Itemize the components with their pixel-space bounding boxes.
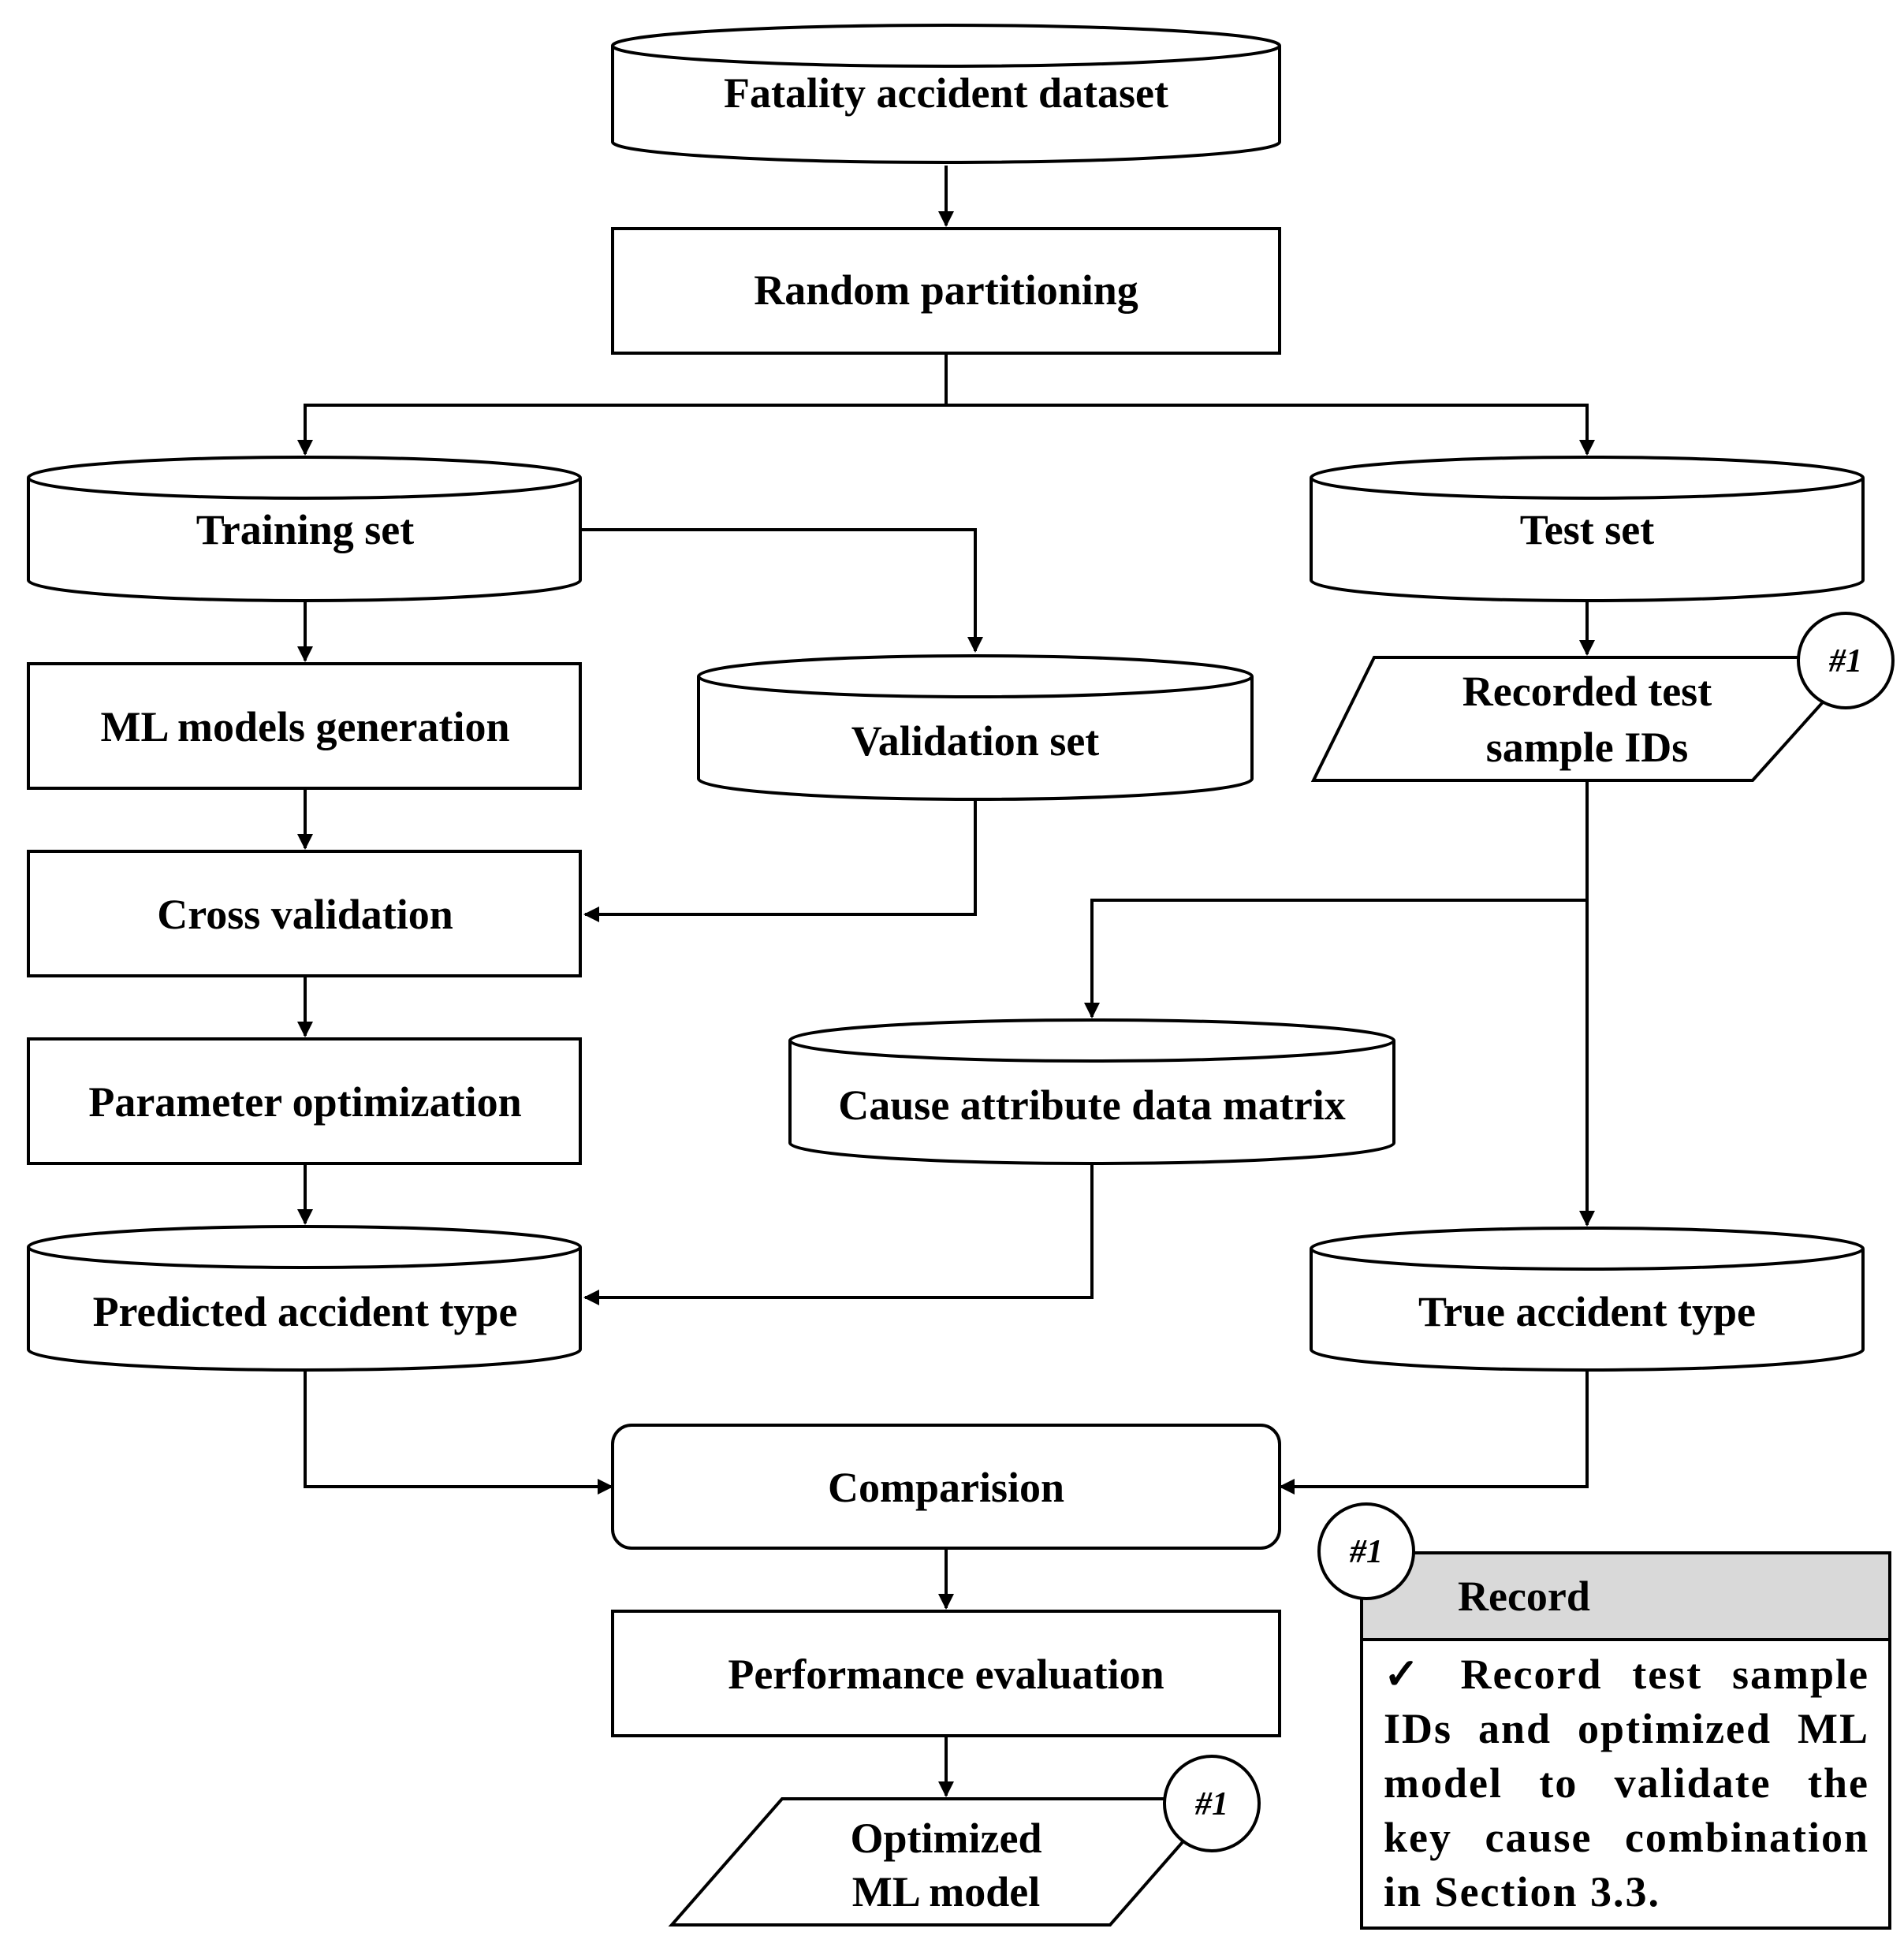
arrow-validation-to-cross (583, 799, 977, 922)
ml-models-generation-label: ML models generation (101, 703, 510, 750)
cross-validation-label: Cross validation (157, 891, 453, 938)
cross-validation-node: Cross validation (27, 850, 582, 977)
record-title: Record (1363, 1554, 1888, 1641)
optimized-model-label-line1: Optimized (851, 1815, 1042, 1862)
recorded-ids-node: Recorded test sample IDs #1 (1310, 612, 1895, 782)
arrow-partition-to-test (946, 404, 1595, 456)
optimized-model-tag-circle (1163, 1755, 1261, 1852)
random-partitioning-label: Random partitioning (754, 266, 1138, 314)
recorded-ids-label-line1: Recorded test (1462, 668, 1712, 715)
optimized-model-tag: #1 (1194, 1786, 1228, 1822)
training-set-node: Training set (27, 456, 582, 602)
record-note-box: Record ✓Record test sample IDs and optim… (1360, 1551, 1891, 1930)
record-text: Record test sample IDs and optimized ML … (1384, 1651, 1869, 1915)
predicted-type-node: Predicted accident type (27, 1225, 582, 1372)
performance-evaluation-label: Performance evaluation (728, 1651, 1164, 1698)
optimized-model-node: Optimized ML model #1 (668, 1755, 1261, 1927)
comparision-label: Comparision (828, 1464, 1064, 1511)
validation-set-label: Validation set (851, 717, 1100, 765)
cause-matrix-label: Cause attribute data matrix (838, 1081, 1345, 1129)
test-set-node: Test set (1310, 456, 1865, 602)
arrow-matrix-to-predicted (583, 1163, 1094, 1305)
parameter-optimization-label: Parameter optimization (88, 1078, 521, 1126)
checkmark-icon: ✓ (1384, 1651, 1439, 1698)
true-type-label: True accident type (1418, 1288, 1756, 1335)
fatality-dataset-node: Fatality accident dataset (611, 24, 1281, 164)
parameter-optimization-node: Parameter optimization (27, 1037, 582, 1165)
optimized-model-label-line2: ML model (852, 1868, 1041, 1915)
recorded-ids-tag: #1 (1828, 643, 1862, 679)
true-type-node: True accident type (1310, 1227, 1865, 1372)
validation-set-node: Validation set (697, 654, 1254, 801)
fatality-dataset-label: Fatality accident dataset (724, 69, 1168, 117)
comparision-node: Comparision (611, 1424, 1281, 1550)
predicted-type-label: Predicted accident type (93, 1288, 518, 1335)
record-body: ✓Record test sample IDs and optimized ML… (1363, 1641, 1888, 1919)
recorded-ids-label-line2: sample IDs (1486, 724, 1689, 771)
performance-evaluation-node: Performance evaluation (611, 1610, 1281, 1737)
arrow-partition-to-training (297, 353, 948, 456)
connectors (297, 166, 1595, 1797)
arrow-training-to-validation (579, 528, 983, 653)
arrow-recorded-to-matrix (1084, 780, 1589, 1018)
training-set-label: Training set (196, 506, 415, 553)
arrow-predicted-to-compare (304, 1370, 613, 1495)
recorded-ids-tag-circle (1797, 612, 1895, 709)
ml-models-generation-node: ML models generation (27, 662, 582, 790)
cause-matrix-node: Cause attribute data matrix (788, 1018, 1395, 1165)
test-set-label: Test set (1520, 506, 1655, 553)
arrow-true-to-compare (1279, 1370, 1589, 1495)
random-partitioning-node: Random partitioning (611, 227, 1281, 355)
